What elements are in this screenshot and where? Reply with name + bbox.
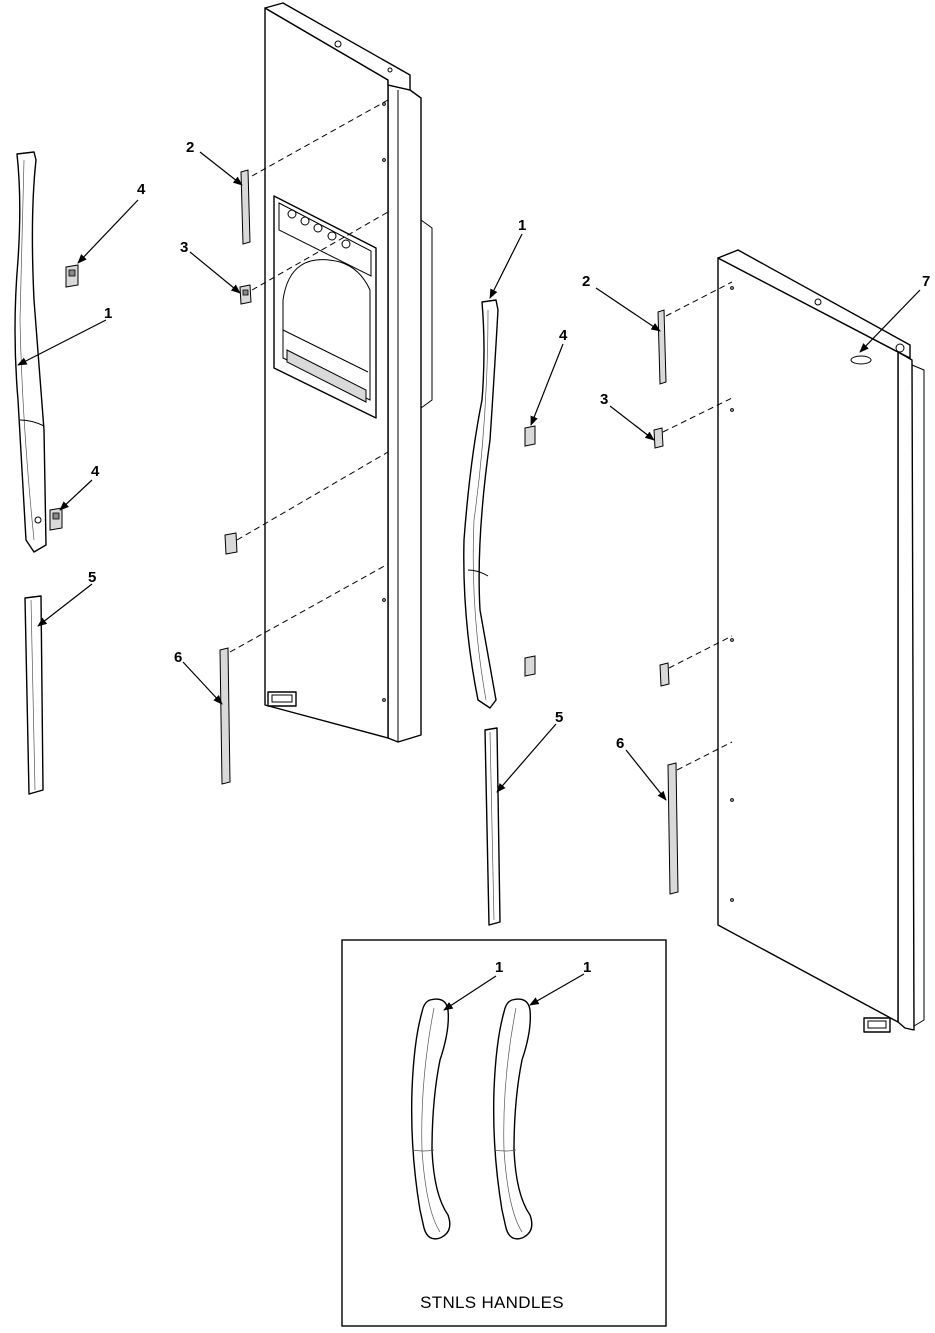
lower-clip-left <box>49 507 63 531</box>
callout-1-middle: 1 <box>518 217 526 234</box>
callout-4-middle: 4 <box>559 327 568 344</box>
left-handle-trim <box>24 595 44 795</box>
stainless-handle-b <box>492 998 533 1240</box>
callout-1-inset-b: 1 <box>583 959 591 976</box>
callout-labels: 2 3 4 1 4 5 6 1 4 5 2 3 6 7 1 1 <box>88 139 930 976</box>
callout-3-right: 3 <box>600 391 608 408</box>
stainless-handle-a <box>410 998 451 1240</box>
callout-5-left: 5 <box>88 569 96 586</box>
upper-clip-right <box>524 425 536 447</box>
callout-3-left: 3 <box>180 239 188 256</box>
hinge-strip-right <box>657 309 667 385</box>
freezer-door-panel <box>264 2 433 743</box>
callout-2-right: 2 <box>582 273 590 290</box>
callout-5-middle: 5 <box>555 709 563 726</box>
inset-title: STNLS HANDLES <box>420 1293 564 1312</box>
callout-leaders <box>17 151 921 1011</box>
bracket-left <box>239 284 252 305</box>
bottom-strip-left <box>219 647 231 785</box>
hinge-strip-left <box>240 169 251 245</box>
right-door-handle <box>463 299 499 709</box>
callout-1-left: 1 <box>104 305 112 322</box>
bracket-right <box>653 427 664 449</box>
left-door-handle <box>14 151 47 553</box>
callout-6-left: 6 <box>174 649 182 666</box>
callout-4-upper-left: 4 <box>137 181 146 198</box>
callout-6-right: 6 <box>616 735 624 752</box>
callout-4-lower-left: 4 <box>91 463 100 480</box>
stainless-handles-inset: STNLS HANDLES <box>341 939 667 1327</box>
bottom-strip-right <box>667 762 679 895</box>
fresh-food-door-panel <box>717 249 925 1033</box>
callout-2-left: 2 <box>186 139 194 156</box>
lower-bracket-left <box>224 532 238 555</box>
callout-1-inset-a: 1 <box>495 959 503 976</box>
callout-7: 7 <box>922 273 930 290</box>
lower-bracket-right <box>659 662 670 687</box>
upper-clip-left <box>65 264 79 288</box>
right-handle-trim <box>484 727 501 926</box>
lower-clip-right <box>524 655 536 677</box>
